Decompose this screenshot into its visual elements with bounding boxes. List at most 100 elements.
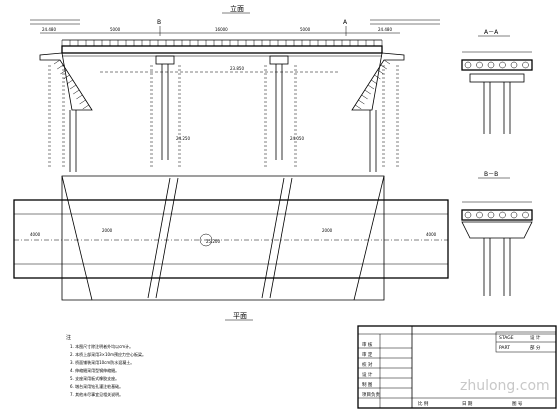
slope-hatching bbox=[53, 59, 391, 110]
watermark-text: zhulong.com bbox=[460, 378, 550, 394]
railing-posts bbox=[61, 40, 383, 46]
pier-elev-label-2: 24.050 bbox=[290, 136, 304, 141]
dim-span-mid: 16000 bbox=[215, 27, 228, 32]
dim-span-right: 5000 bbox=[300, 27, 311, 32]
hollow-slab-void bbox=[487, 211, 495, 219]
plan-pier-edge bbox=[155, 177, 179, 299]
slope-hatch-line bbox=[361, 94, 368, 100]
tb-row-2: 审 定 bbox=[362, 351, 373, 358]
hollow-slab-void bbox=[510, 61, 518, 69]
note-line-1: 1. 本图尺寸除注明者外均以cm计。 bbox=[70, 343, 133, 349]
slope-hatch-line bbox=[79, 99, 86, 105]
slope-hatch-line bbox=[371, 79, 378, 85]
plan-skewed-piers bbox=[147, 177, 293, 299]
stage-label: STAGE bbox=[499, 335, 514, 341]
note-line-5: 5. 支座采用板式橡胶支座。 bbox=[70, 375, 119, 381]
slope-hatch-line bbox=[69, 84, 77, 90]
plan-view: 4000 2000 25.200 2000 4000 平面 bbox=[13, 175, 449, 321]
dim-right-elev: 24.480 bbox=[378, 27, 392, 32]
tb-date: 日 期 bbox=[462, 401, 473, 407]
slope-hatch-line bbox=[377, 69, 384, 75]
pier-cap-right bbox=[269, 55, 289, 65]
plan-pier-edge bbox=[147, 177, 171, 299]
plan-title: 平面 bbox=[233, 312, 247, 320]
slope-hatch-line bbox=[76, 94, 83, 100]
hollow-slab-void bbox=[522, 211, 529, 219]
hollow-slab-void bbox=[476, 61, 483, 69]
dim-span-left: 5000 bbox=[110, 27, 121, 32]
slope-hatch-line bbox=[66, 79, 73, 85]
slope-hatch-line bbox=[57, 64, 64, 70]
stage-value: 设 计 bbox=[530, 334, 541, 341]
right-abutment bbox=[351, 52, 405, 111]
elevation-view: 立面 B A 24.480 5000 16000 5000 24.480 bbox=[30, 4, 440, 172]
hollow-slab-void bbox=[499, 211, 506, 219]
note-line-2: 2. 本桥上部采用3×10m预应力空心板梁。 bbox=[70, 351, 146, 357]
note-line-7: 7. 其他未尽事宜见相关说明。 bbox=[70, 391, 123, 397]
hollow-slab-void bbox=[464, 211, 472, 219]
slope-hatch-line bbox=[82, 104, 89, 110]
title-block: 审 核 审 定 校 对 设 计 制 图 项目负责 STAGE 设 计 PART … bbox=[357, 325, 557, 409]
slope-hatch-line bbox=[367, 84, 375, 90]
slope-hatch-line bbox=[383, 59, 391, 65]
plan-skew-left bbox=[61, 175, 93, 301]
section-aa-deck bbox=[461, 59, 533, 71]
tb-row-1: 审 核 bbox=[362, 341, 373, 348]
section-bb-voids bbox=[464, 211, 529, 219]
slope-hatch-line bbox=[73, 89, 80, 95]
hollow-slab-void bbox=[510, 211, 518, 219]
slope-hatch-line bbox=[53, 59, 61, 65]
plan-dim-right: 4000 bbox=[426, 232, 437, 237]
section-aa: A－A bbox=[461, 29, 533, 134]
elevation-title: 立面 bbox=[230, 4, 244, 13]
hollow-slab-void bbox=[522, 61, 529, 69]
slope-hatch-line bbox=[380, 64, 387, 70]
plan-deck-boundary bbox=[61, 175, 385, 301]
tb-drawing-no: 图 号 bbox=[512, 401, 523, 407]
section-bb-abutment bbox=[461, 221, 533, 239]
slope-hatch-line bbox=[60, 69, 67, 75]
section-aa-cap bbox=[469, 73, 525, 83]
plan-pier-edge bbox=[269, 177, 293, 299]
deck-girder bbox=[61, 45, 383, 54]
part-value: 部 分 bbox=[530, 344, 541, 351]
pier-elev-label-3: 23.850 bbox=[230, 66, 244, 71]
dim-left-elev: 24.480 bbox=[42, 27, 56, 32]
section-bb: B－B bbox=[461, 171, 533, 296]
tb-scale: 比 例 bbox=[418, 400, 429, 407]
tb-row-3: 校 对 bbox=[362, 361, 373, 368]
note-line-6: 6. 墩台采用钻孔灌注桩基础。 bbox=[70, 383, 123, 389]
title-block-rows bbox=[358, 347, 412, 399]
slope-hatch-line bbox=[374, 74, 381, 80]
section-mark-b-left: B bbox=[157, 19, 161, 26]
notes-heading: 注 bbox=[66, 334, 71, 341]
plan-pier-edge bbox=[261, 177, 285, 299]
section-aa-title: A－A bbox=[484, 29, 499, 36]
plan-skew-right bbox=[353, 175, 385, 301]
pier-cap-left bbox=[155, 55, 175, 65]
plan-dim-1: 2000 bbox=[102, 228, 113, 233]
slope-hatch-line bbox=[63, 74, 70, 80]
tb-row-4: 设 计 bbox=[362, 371, 373, 378]
left-abutment bbox=[39, 52, 93, 111]
slope-hatch-line bbox=[355, 104, 362, 110]
hollow-slab-void bbox=[487, 61, 495, 69]
pier-elev-label-1: 24.250 bbox=[176, 136, 190, 141]
plan-dim-left: 4000 bbox=[30, 232, 41, 237]
slope-hatch-line bbox=[364, 89, 371, 95]
section-bb-title: B－B bbox=[484, 171, 498, 178]
section-mark-a-left: A bbox=[343, 19, 348, 26]
borehole-logs bbox=[48, 65, 399, 167]
plan-dim-center: 25.200 bbox=[206, 239, 220, 244]
hollow-slab-void bbox=[476, 211, 483, 219]
title-block-frame bbox=[357, 325, 557, 409]
section-bb-deck bbox=[461, 209, 533, 221]
section-aa-voids bbox=[464, 61, 529, 69]
hollow-slab-void bbox=[464, 61, 472, 69]
part-label: PART bbox=[499, 345, 510, 351]
notes-block: 注 1. 本图尺寸除注明者外均以cm计。 2. 本桥上部采用3×10m预应力空心… bbox=[66, 334, 146, 397]
plan-dim-2: 2000 bbox=[322, 228, 333, 233]
hollow-slab-void bbox=[499, 61, 506, 69]
note-line-4: 4. 伸缩缝采用型钢伸缩缝。 bbox=[70, 367, 119, 373]
